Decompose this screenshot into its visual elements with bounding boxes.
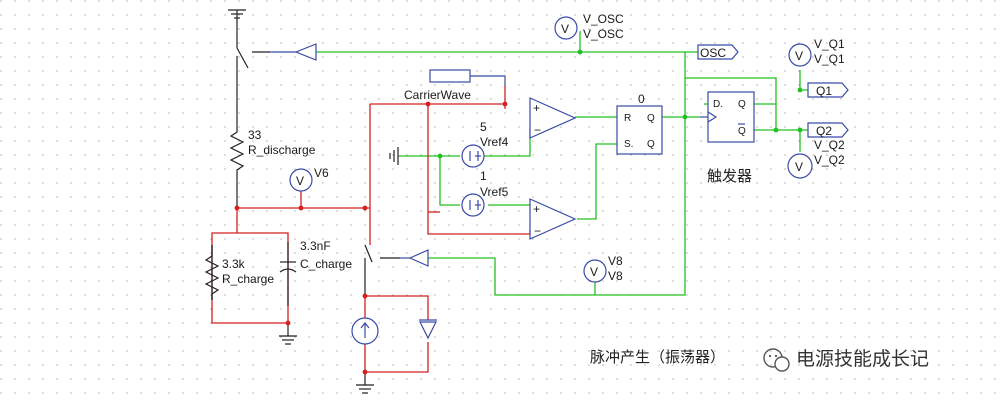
vref4-name: Vref4	[480, 135, 509, 149]
c-charge-capacitor: 3.3nF C_charge	[279, 239, 352, 273]
c-charge-name: C_charge	[300, 257, 352, 271]
discharge-switch-driver	[270, 43, 317, 61]
svg-text:OSC: OSC	[700, 46, 726, 60]
v8-name-1: V8	[608, 254, 623, 268]
r-discharge-resistor: 33 R_discharge	[229, 126, 316, 172]
comparator-upper: + −	[529, 97, 577, 139]
svg-text:−: −	[534, 123, 541, 137]
v-q2-symbol: V	[795, 160, 803, 174]
green-wires	[316, 31, 808, 296]
r-discharge-name: R_discharge	[248, 143, 316, 157]
vref5-value: 1	[480, 169, 487, 183]
c-charge-value: 3.3nF	[300, 239, 331, 253]
comparator-lower: + −	[529, 198, 577, 240]
r-charge-value: 3.3k	[222, 257, 246, 271]
svg-text:+: +	[533, 202, 540, 216]
svg-text:Q1: Q1	[816, 84, 832, 98]
top-ground-symbol	[228, 9, 246, 19]
current-source	[351, 317, 379, 345]
black-wires	[211, 10, 366, 385]
sr-latch: 0 R S. Q Q	[616, 92, 663, 155]
dff-pin-qbar: Q	[738, 126, 746, 137]
carrier-wave-probe: CarrierWave	[404, 69, 506, 102]
r-discharge-value: 33	[248, 128, 262, 142]
v8-symbol: V	[590, 265, 598, 279]
v-q2-name-1: V_Q2	[814, 138, 845, 152]
charge-switch	[364, 244, 400, 263]
v-q1-symbol: V	[795, 49, 803, 63]
sr-pin-qbar: Q	[647, 139, 655, 150]
sr-pin-r: R	[624, 113, 631, 124]
net-label-q1: Q1	[807, 82, 849, 98]
charge-switch-driver	[400, 249, 429, 267]
net-label-q2: Q2	[807, 122, 849, 138]
v-q2-name-2: V_Q2	[814, 153, 845, 167]
svg-text:Q2: Q2	[816, 124, 832, 138]
junction-dots	[234, 49, 803, 375]
r-charge-name: R_charge	[222, 272, 274, 286]
d-flip-flop: D. Q Q	[700, 91, 755, 143]
v-osc-name-2: V_OSC	[583, 27, 624, 41]
ground-vref	[389, 147, 399, 165]
ground-current-source	[356, 384, 374, 394]
sr-pin-q: Q	[647, 113, 655, 124]
pulse-generator-caption: 脉冲产生（振荡器）	[590, 348, 725, 366]
svg-text:+: +	[533, 101, 540, 115]
v-q2-voltmeter: V V_Q2 V_Q2	[787, 138, 845, 179]
ground-rc	[279, 335, 297, 345]
vref4-source: 5 Vref4	[461, 120, 509, 168]
net-label-osc: OSC	[697, 44, 739, 60]
v-q1-name-1: V_Q1	[814, 37, 845, 51]
trigger-caption: 触发器	[707, 167, 752, 185]
v6-name: V6	[314, 166, 329, 180]
carrier-wave-label: CarrierWave	[404, 88, 471, 102]
discharge-switch	[236, 47, 270, 69]
sr-latch-top-label: 0	[638, 92, 645, 106]
watermark-logo-icon	[763, 348, 790, 372]
sr-pin-s: S.	[624, 139, 633, 150]
v6-voltmeter: V V6	[289, 166, 329, 192]
v-q1-voltmeter: V V_Q1 V_Q1	[788, 37, 845, 67]
v-osc-voltmeter: V V_OSC V_OSC	[554, 12, 624, 41]
vref4-value: 5	[480, 120, 487, 134]
vref5-name: Vref5	[480, 185, 509, 199]
v-q1-name-2: V_Q1	[814, 52, 845, 66]
v8-voltmeter: V V8 V8	[583, 254, 623, 283]
v-osc-symbol: V	[561, 22, 569, 36]
v6-symbol: V	[296, 174, 304, 188]
diode	[419, 319, 437, 340]
dff-pin-q: Q	[738, 99, 746, 110]
svg-text:−: −	[534, 224, 541, 238]
watermark-text: 电源技能成长记	[796, 348, 929, 370]
vref5-source: 1 Vref5	[461, 169, 509, 217]
v8-name-2: V8	[608, 269, 623, 283]
dff-pin-d: D.	[713, 99, 723, 110]
v-osc-name-1: V_OSC	[583, 12, 624, 26]
r-charge-resistor: 3.3k R_charge	[204, 245, 274, 300]
